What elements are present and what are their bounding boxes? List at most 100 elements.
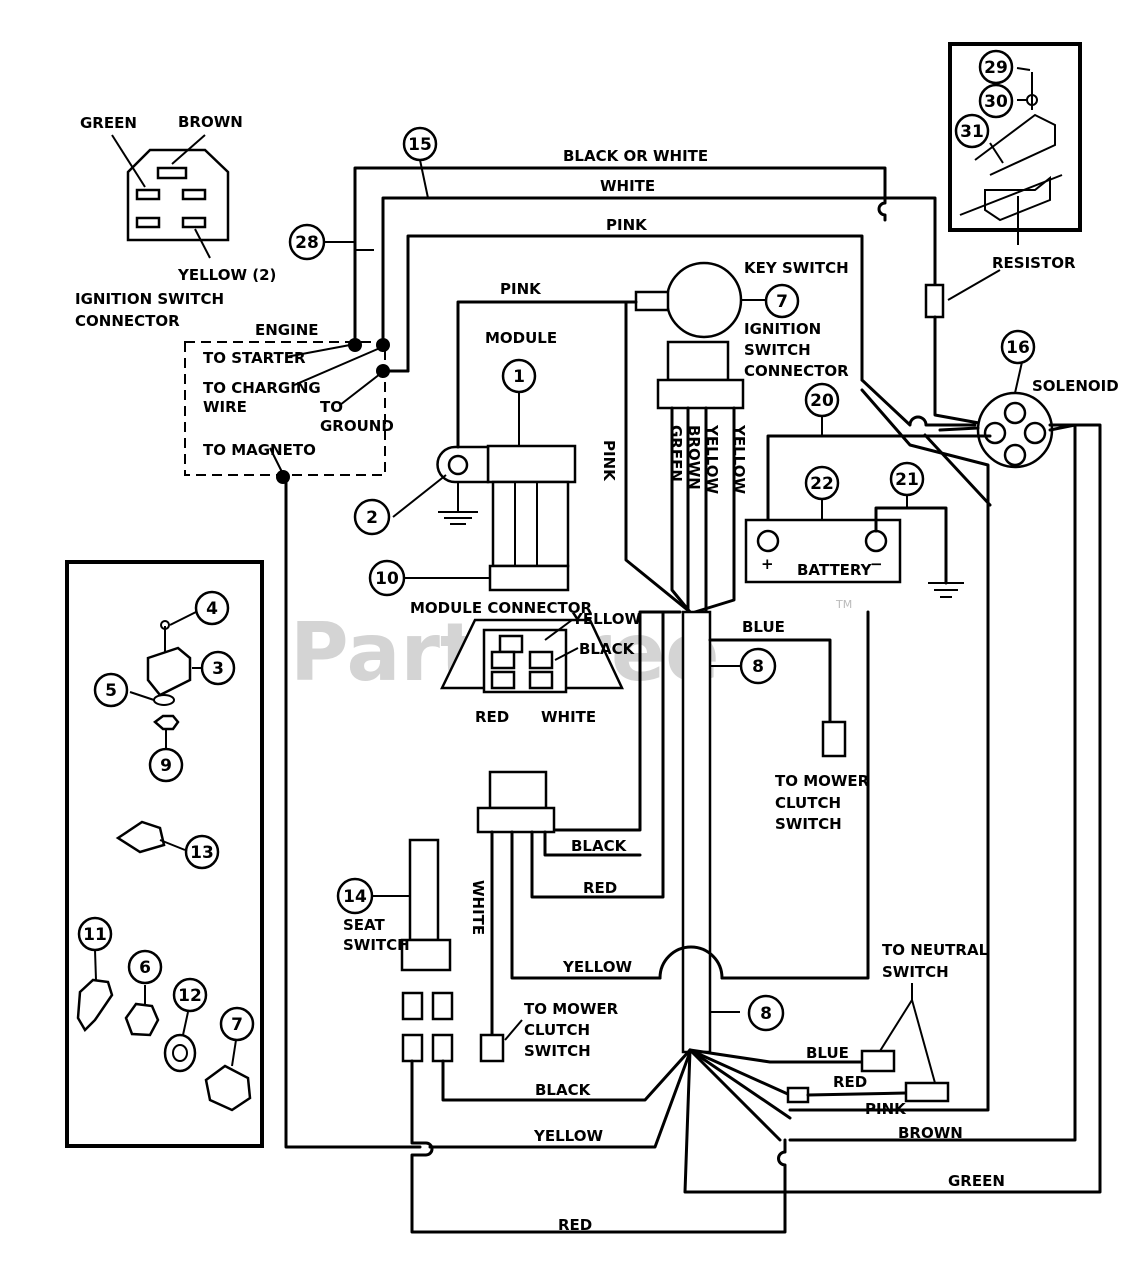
green-vertical-label: GREEN: [667, 425, 685, 482]
mc-yellow-label: YELLOW: [571, 610, 641, 628]
callout-13: 13: [184, 834, 220, 870]
svg-text:4: 4: [206, 599, 218, 619]
white-top-label: WHITE: [600, 177, 655, 195]
solenoid: SOLENOID: [788, 377, 1119, 1142]
key-switch-label: KEY SWITCH: [744, 259, 849, 277]
mc-white-label: WHITE: [541, 708, 596, 726]
black-low-label: BLACK: [535, 1081, 592, 1099]
lower-fanout: TO NEUTRAL SWITCH BLUE RED PINK BROWN GR…: [683, 423, 1102, 1194]
seat-switch-label-2: SWITCH: [343, 936, 410, 954]
callout-7-parts: 7: [219, 1006, 255, 1042]
svg-text:30: 30: [984, 92, 1008, 112]
module-connector: MODULE CONNECTOR YELLOW BLACK RED WHITE: [410, 599, 641, 726]
ign-conn-brown-label: BROWN: [178, 113, 243, 131]
callouts: [355, 159, 1023, 579]
to-neutral-label-2: SWITCH: [882, 963, 949, 981]
yellow-low-label: YELLOW: [533, 1127, 603, 1145]
to-charging-label-1: TO CHARGING: [203, 379, 321, 397]
svg-text:2: 2: [366, 508, 378, 528]
battery: + − BATTERY: [744, 415, 964, 598]
svg-text:12: 12: [178, 986, 202, 1006]
svg-text:7: 7: [776, 292, 788, 312]
top-wires: BLACK OR WHITE WHITE PINK: [353, 147, 992, 427]
engine-box: ENGINE TO STARTER TO CHARGING WIRE TO GR…: [184, 321, 394, 484]
to-ground-label-1: TO: [320, 398, 343, 416]
yellow-vertical-label-2: YELLOW: [730, 424, 748, 494]
callout-21: 21: [889, 461, 925, 497]
svg-text:11: 11: [83, 925, 107, 945]
module-label: MODULE: [485, 329, 557, 347]
svg-text:7: 7: [231, 1015, 243, 1035]
brown-low-label: BROWN: [898, 1124, 963, 1142]
to-neutral-label-1: TO NEUTRAL: [882, 941, 989, 959]
svg-text:31: 31: [960, 122, 984, 142]
pink-low-label: PINK: [865, 1100, 907, 1118]
pink-vertical-label: PINK: [600, 440, 618, 482]
engine-label: ENGINE: [255, 321, 319, 339]
svg-text:8: 8: [752, 657, 764, 677]
ign-conn-title-2: CONNECTOR: [75, 312, 180, 330]
ign-conn-green-label: GREEN: [80, 114, 137, 132]
ign-conn-title-1: IGNITION SWITCH: [75, 290, 224, 308]
svg-text:28: 28: [295, 233, 319, 253]
resistor-label: RESISTOR: [992, 254, 1076, 272]
callout-30: 30: [978, 83, 1014, 119]
module: MODULE PINK: [436, 280, 638, 592]
ign-conn-yellow-label: YELLOW (2): [177, 266, 276, 284]
harness-tube: BLUE TO MOWER CLUTCH SWITCH: [658, 610, 870, 1054]
svg-text:8: 8: [760, 1004, 772, 1024]
watermark-tm: TM: [835, 598, 852, 611]
callout-28: 28: [288, 223, 326, 261]
blue-upper-label: BLUE: [742, 618, 785, 636]
to-magneto-label: TO MAGNETO: [203, 441, 316, 459]
yellow-mid-label: YELLOW: [562, 958, 632, 976]
red-mid-label: RED: [583, 879, 617, 897]
green-low-label: GREEN: [948, 1172, 1005, 1190]
svg-text:20: 20: [810, 391, 834, 411]
black-mid-label: BLACK: [571, 837, 628, 855]
svg-text:10: 10: [375, 569, 399, 589]
mc-red-label: RED: [475, 708, 509, 726]
callout-8-lower: 8: [747, 994, 785, 1032]
to-mower-a-label-3: SWITCH: [775, 815, 842, 833]
svg-text:1: 1: [513, 367, 525, 387]
callout-15: 15: [402, 126, 438, 162]
svg-text:29: 29: [984, 58, 1008, 78]
callout-2: 2: [353, 498, 391, 536]
callout-14: 14: [336, 877, 374, 915]
callout-31: 31: [954, 113, 990, 149]
callout-12: 12: [172, 977, 208, 1013]
ign-switch-label-2: SWITCH: [744, 341, 811, 359]
ignition-switch-connector-diagram: GREEN BROWN YELLOW (2) IGNITION SWITCH C…: [75, 113, 276, 330]
yellow-vertical-label: YELLOW: [703, 424, 721, 494]
callout-1: 1: [501, 358, 537, 394]
ign-switch-label-1: IGNITION: [744, 320, 821, 338]
blue-low-label: BLUE: [806, 1044, 849, 1062]
white-vertical-label: WHITE: [469, 880, 487, 935]
battery-plus-label: +: [761, 555, 774, 573]
svg-text:5: 5: [105, 681, 117, 701]
svg-text:14: 14: [343, 887, 367, 907]
callout-20: 20: [804, 382, 840, 418]
callout-10: 10: [368, 559, 406, 597]
seat-switch: SEAT SWITCH BLACK YELLOW RED: [284, 475, 787, 1234]
pink-top-label: PINK: [606, 216, 648, 234]
to-mower-b-label-1: TO MOWER: [524, 1000, 619, 1018]
key-switch: KEY SWITCH IGNITION SWITCH CONNECTOR: [634, 259, 849, 410]
svg-text:9: 9: [160, 756, 172, 776]
callout-29: 29: [978, 49, 1014, 85]
mid-connector: BLACK RED WHITE YELLOW TO MOWER CLUTCH S…: [469, 610, 870, 1063]
red-low-label: RED: [833, 1073, 867, 1091]
callout-16: 16: [1000, 329, 1036, 365]
solenoid-label: SOLENOID: [1032, 377, 1119, 395]
svg-text:21: 21: [895, 470, 919, 490]
callout-3: 3: [200, 650, 236, 686]
module-connector-label: MODULE CONNECTOR: [410, 599, 592, 617]
black-or-white-label: BLACK OR WHITE: [563, 147, 708, 165]
to-mower-b-label-2: CLUTCH: [524, 1021, 590, 1039]
resistor-inset: RESISTOR: [947, 42, 1082, 301]
svg-text:13: 13: [190, 843, 214, 863]
seat-switch-label-1: SEAT: [343, 916, 385, 934]
battery-label: BATTERY: [797, 561, 873, 579]
